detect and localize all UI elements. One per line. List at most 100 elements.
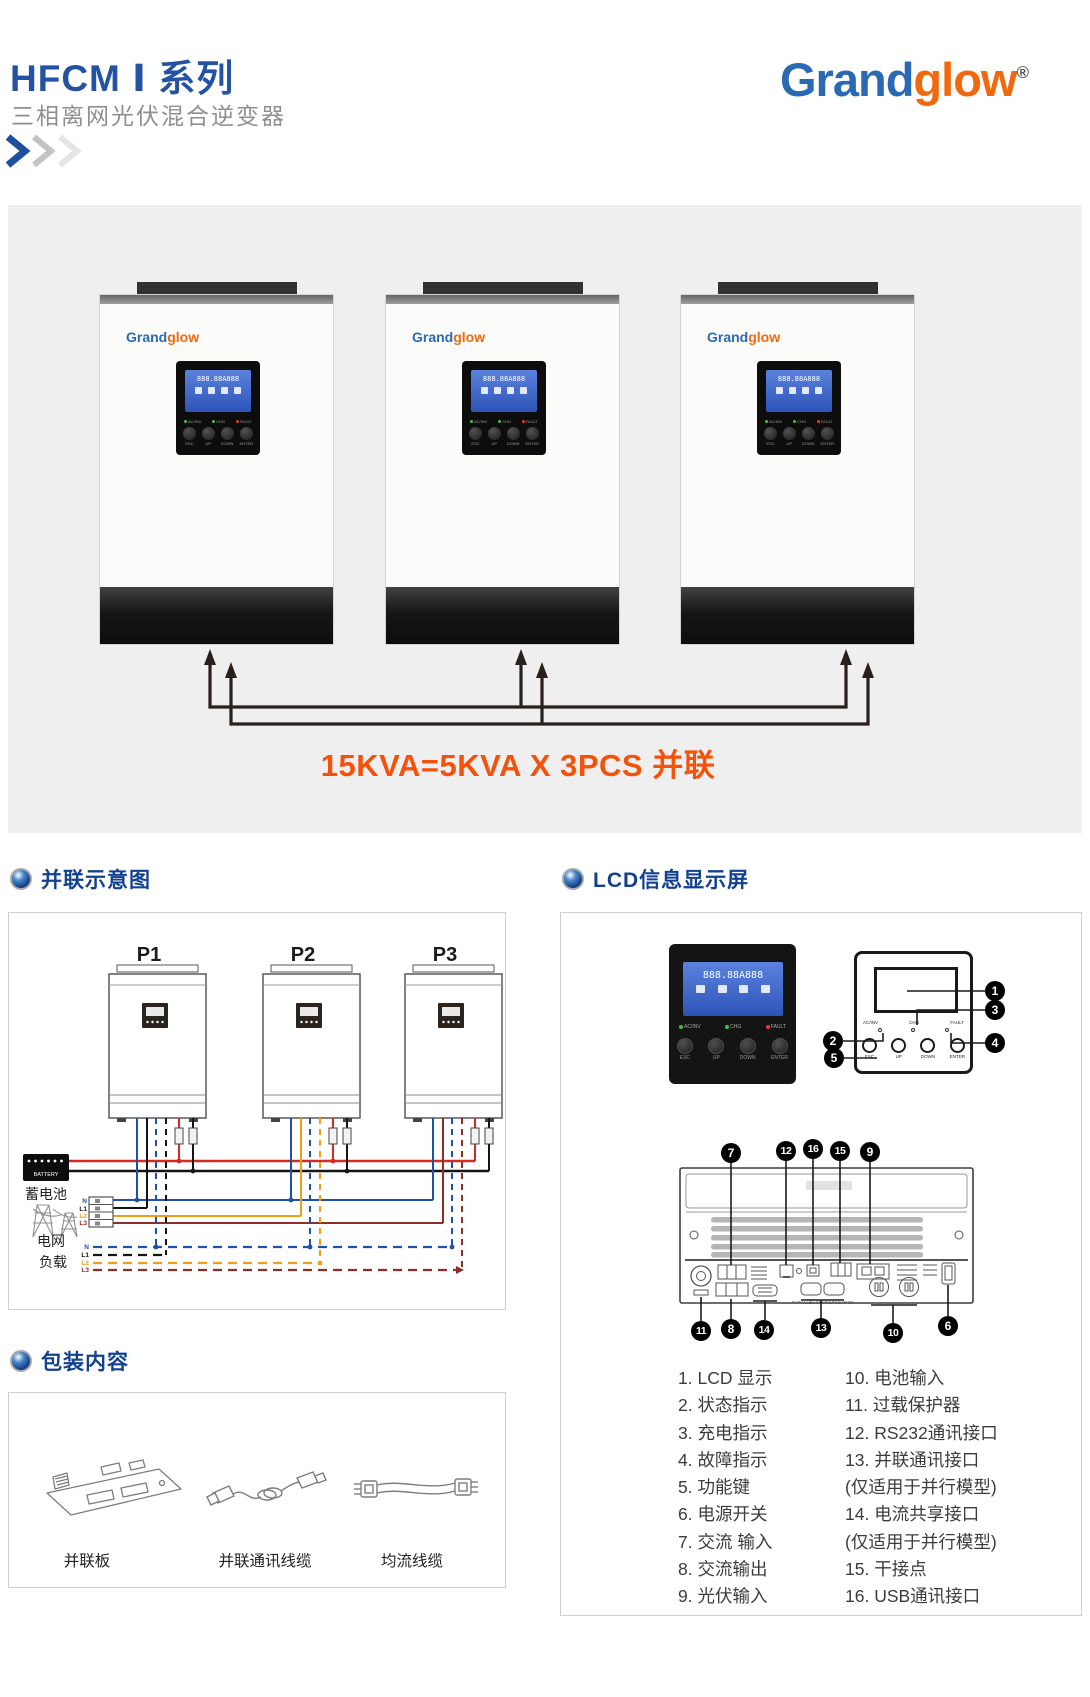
inverter-body: Grandglow 888.88A888 AC/INV CHG FAULT ES… [385,294,620,645]
inverter-image-3: Grandglow 888.88A888 AC/INV CHG FAULT ES… [680,282,915,645]
inverter-body: Grandglow 888.88A888 AC/INV CHG FAULT ES… [680,294,915,645]
legend-right-column: 10. 电池输入 11. 过载保护器 12. RS232通讯接口 13. 并联通… [845,1365,998,1611]
legend-item: 6. 电源开关 [678,1504,768,1525]
indicator-row: AC/INV CHG FAULT [470,419,538,424]
callout-5: 5 [824,1048,844,1068]
up-button [201,427,215,440]
lcd-readout: 888.88A888 [482,375,526,383]
lcd-icons [185,387,251,394]
svg-text:P3: P3 [433,944,457,966]
lcd-icons [471,387,537,394]
ac-inv-led [679,1024,683,1029]
parallel-diagram-box: P1 P2 [8,912,506,1310]
inverter-image-1: Grandglow 888.88A888 AC/INV CHG FAULT ES… [99,282,334,645]
lcd-readout: 888.88A888 [702,970,764,981]
inverter-brand-logo: Grandglow [412,329,486,345]
diagram-inverter-p1: P1 [108,944,207,1255]
down-button [220,427,234,440]
ac-inv-led [765,420,768,424]
button-row: ESC UP DOWN ENTER [677,1038,788,1061]
esc-button [677,1038,693,1054]
inverter-bottom-panel [681,587,914,644]
lcd-info-box: 888.88A888 AC/INV CHG FAULT ESC UP DOWN … [560,912,1082,1616]
svg-text:L2: L2 [79,1213,87,1220]
enter-button [949,1038,965,1053]
button-row: ESC UP DOWN ENTER [183,427,253,446]
mounting-bracket [137,282,297,296]
indicator-dots [863,1028,964,1032]
top-bevel [100,295,333,304]
callout-10: 10 [883,1323,903,1343]
top-bevel [386,295,619,304]
svg-text:L1: L1 [81,1252,89,1259]
current-share-cable-art [354,1478,478,1498]
inverter-bottom-panel [386,587,619,644]
callout-16: 16 [803,1139,823,1159]
inverter-brand-logo: Grandglow [707,329,781,345]
orb-bullet-icon [10,1350,32,1372]
section-header-parallel: 并联示意图 [10,864,151,894]
down-button [801,427,815,440]
callout-14: 14 [754,1320,774,1340]
legend-item: 1. LCD 显示 [678,1368,773,1388]
legend-item: 8. 交流输出 [678,1559,768,1580]
callout-12: 12 [776,1141,796,1161]
up-button [782,427,796,440]
legend-item: 12. RS232通讯接口 [845,1422,998,1443]
orb-bullet-icon [10,868,32,890]
svg-text:L2: L2 [81,1260,89,1267]
fault-led [235,420,239,424]
down-button [920,1038,936,1053]
enter-button [239,427,253,440]
svg-text:P2: P2 [291,944,315,966]
lcd-screen: 888.88A888 [683,962,783,1016]
legend-item: 5. 功能键 [678,1477,750,1498]
section-header-lcd: LCD信息显示屏 [562,864,749,894]
svg-text:L3: L3 [79,1220,87,1227]
section-header-package: 包装内容 [10,1346,129,1376]
svg-text:P1: P1 [137,944,161,966]
legend-left-column: 1. LCD 显示 2. 状态指示 3. 充电指示 4. 故障指示 5. 功能键… [678,1365,772,1611]
legend-item: 3. 充电指示 [678,1422,768,1443]
fault-led [765,1024,770,1029]
callout-6: 6 [938,1316,958,1336]
callout-9: 9 [860,1142,880,1162]
callout-13: 13 [811,1318,831,1338]
section-title: LCD信息显示屏 [593,869,750,892]
capacity-formula: 15KVA=5KVA X 3PCS 并联 [320,748,716,783]
ac-inv-led [184,420,187,424]
legend-item: (仅适用于并行模型) [845,1531,997,1552]
mounting-bracket [718,282,878,296]
control-panel: 888.88A888 AC/INV CHG FAULT ESC UP DOWN … [176,361,260,455]
legend-item: 14. 电流共享接口 [845,1504,980,1525]
chevron-decoration-icon [4,134,114,170]
up-button [708,1038,725,1054]
load-cn-label: 负载 [39,1254,67,1270]
enter-button [525,427,539,440]
brand-logo-part1: Grand [780,53,914,106]
indicator-row: AC/INV CHG FAULT [765,419,833,424]
lcd-screen: 888.88A888 [766,370,832,412]
chg-led [793,420,797,424]
parallel-board-art [46,1459,182,1516]
page-subtitle: 三相离网光伏混合逆变器 [11,103,286,129]
legend-item: 13. 并联通讯接口 [845,1449,980,1470]
wiring-diagram: P1 P2 [23,944,503,1274]
rear-panel-diagram: PARALLEL COMMUNICATION [679,990,985,1323]
inverter-body: Grandglow 888.88A888 AC/INV CHG FAULT ES… [99,294,334,645]
button-row: ESC UP DOWN ENTER [469,427,539,446]
top-bevel [681,295,914,304]
indicator-row: AC/INV CHG FAULT [184,419,252,424]
legend-item: 10. 电池输入 [845,1368,945,1388]
diagram-inverter-p2: P2 [262,944,361,1266]
fault-led [521,420,525,424]
esc-button [764,427,777,440]
orb-bullet-icon [562,868,584,890]
chg-led [212,420,216,424]
svg-text:L1: L1 [79,1206,87,1213]
parallel-cable-art [206,1471,327,1506]
up-button [891,1038,907,1053]
callout-1: 1 [985,981,1005,1001]
brand-logo-part2: glow [913,53,1017,106]
callout-4: 4 [985,1033,1005,1053]
